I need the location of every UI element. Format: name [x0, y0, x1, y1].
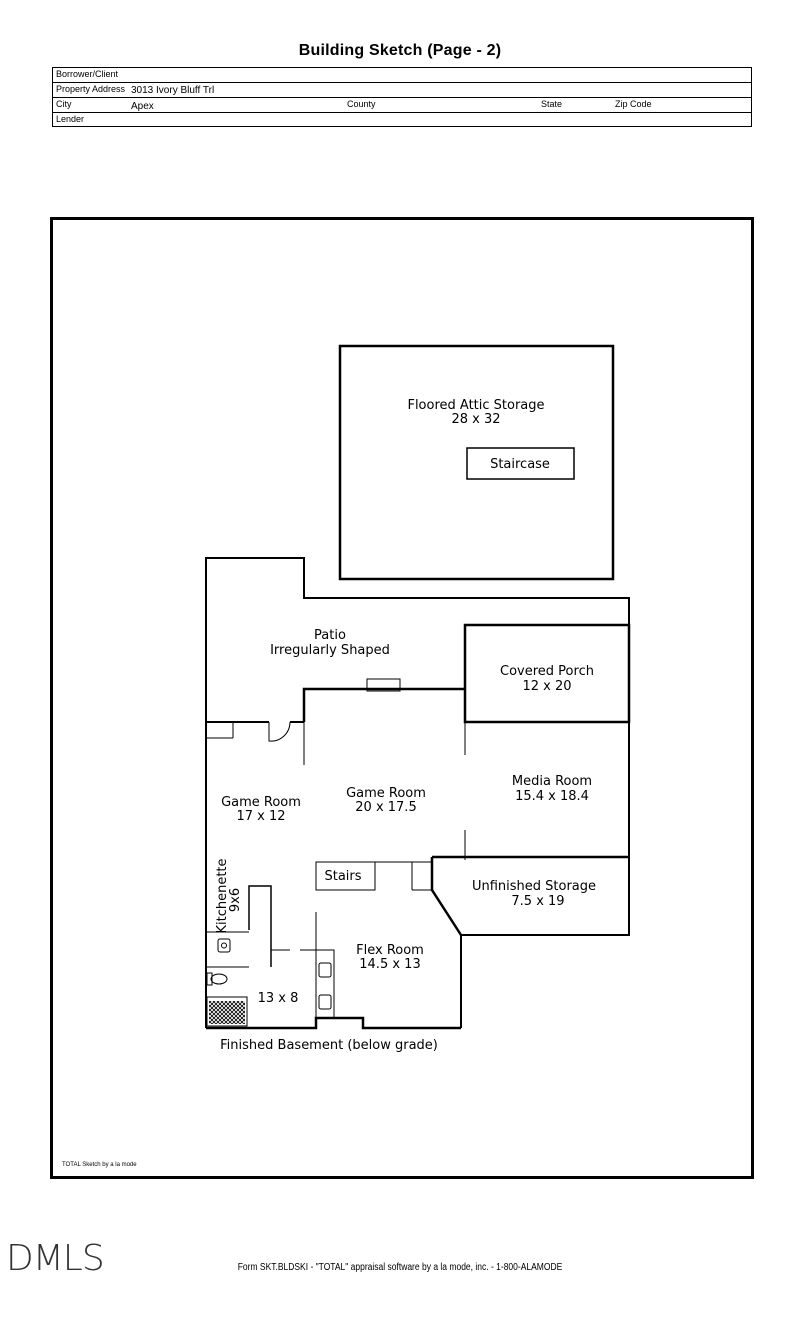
city-row: City Apex County State Zip Code [53, 98, 751, 113]
page-title: Building Sketch (Page - 2) [298, 42, 502, 59]
vanity-sink-icon-1 [318, 962, 332, 978]
stairs-box [315, 861, 376, 891]
fixtures [206, 938, 332, 1027]
lender-row: Lender [53, 113, 751, 128]
media-size: 15.4 x 18.4 [515, 789, 589, 804]
zip-label: Zip Code [615, 99, 652, 109]
property-label: Property Address [56, 84, 126, 94]
lender-label: Lender [56, 114, 85, 124]
flex-name: Flex Room [356, 943, 424, 958]
borrower-row: Borrower/Client [53, 68, 751, 83]
door-swing [268, 721, 291, 742]
kitchenette-size: 9x6 [228, 888, 243, 912]
toilet-tank-icon [206, 972, 213, 986]
kitchenette-wall [248, 885, 272, 967]
patio-wall [302, 687, 465, 722]
basement-caption: Finished Basement (below grade) [220, 1038, 438, 1053]
header-table: Borrower/Client Property Address 3013 Iv… [52, 67, 752, 127]
flex-size: 14.5 x 13 [359, 957, 420, 972]
property-value: 3013 Ivory Bluff Trl [131, 85, 215, 96]
porch-outline [463, 623, 631, 724]
patio-step [366, 678, 401, 692]
city-value: Apex [131, 101, 154, 112]
staircase-label: Staircase [490, 457, 550, 472]
attic-name: Floored Attic Storage [407, 398, 544, 413]
game1-name: Game Room [221, 795, 301, 810]
form-footer: Form SKT.BLDSKI - "TOTAL" appraisal soft… [237, 1262, 563, 1273]
game2-name: Game Room [346, 786, 426, 801]
sketch-frame [50, 217, 754, 1179]
game1-size: 17 x 12 [236, 809, 285, 824]
unfinished-size: 7.5 x 19 [511, 894, 564, 909]
basement-outline [205, 557, 630, 1028]
porch-name: Covered Porch [500, 664, 594, 679]
shower-floor-icon [209, 1001, 245, 1024]
toilet-bowl-icon [210, 973, 228, 985]
sink-icon [217, 938, 231, 953]
sink-drain-icon [221, 942, 227, 949]
staircase-box [466, 447, 575, 480]
storage-angle [430, 857, 463, 936]
porch-size: 12 x 20 [522, 679, 571, 694]
bottom-wall [206, 1016, 461, 1030]
county-label: County [347, 99, 376, 109]
patio-size: Irregularly Shaped [270, 643, 390, 658]
city-label: City [56, 99, 72, 109]
bath-size: 13 x 8 [258, 991, 299, 1006]
unfinished-name: Unfinished Storage [472, 879, 596, 894]
patio-name: Patio [314, 628, 346, 643]
kitchenette-name: Kitchenette [215, 858, 230, 933]
attic-size: 28 x 32 [451, 412, 500, 427]
stairs-label: Stairs [324, 869, 361, 884]
borrower-label: Borrower/Client [56, 69, 119, 79]
credit-text: TOTAL Sketch by a la mode [62, 1162, 137, 1168]
property-row: Property Address 3013 Ivory Bluff Trl [53, 83, 751, 98]
attic-outline [338, 344, 615, 581]
dmls-logo: DMLS [6, 1238, 105, 1279]
game2-size: 20 x 17.5 [355, 800, 416, 815]
vanity-sink-icon-2 [318, 994, 332, 1010]
shower-icon [206, 996, 248, 1027]
state-label: State [541, 99, 563, 109]
media-name: Media Room [512, 774, 592, 789]
